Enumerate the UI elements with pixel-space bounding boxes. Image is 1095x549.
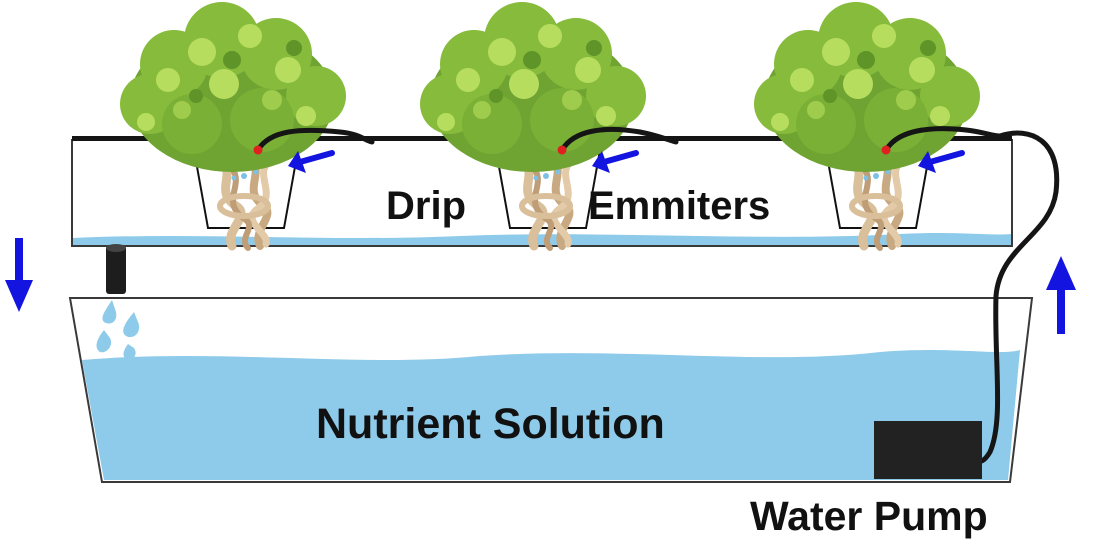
water-pump (874, 421, 982, 479)
reservoir-tank (68, 297, 1034, 483)
supply-tube (255, 126, 1060, 465)
channel-water (73, 233, 1011, 245)
label-water-pump: Water Pump (750, 493, 988, 539)
arrow-down-icon (5, 238, 33, 312)
label-nutrient-solution: Nutrient Solution (316, 400, 665, 448)
nutrient-water (82, 350, 1020, 480)
label-drip: Drip (386, 184, 466, 228)
water-drop (102, 300, 117, 324)
drip-emitter (557, 145, 567, 155)
drip-emitter (881, 145, 891, 155)
arrow-up-icon (1046, 256, 1076, 334)
label-emitters: Emmiters (588, 184, 770, 228)
water-drop (96, 330, 112, 353)
drip-emitter (253, 145, 263, 155)
water-drop (123, 344, 136, 360)
water-drop (123, 312, 140, 338)
drain-pipe (96, 244, 140, 360)
